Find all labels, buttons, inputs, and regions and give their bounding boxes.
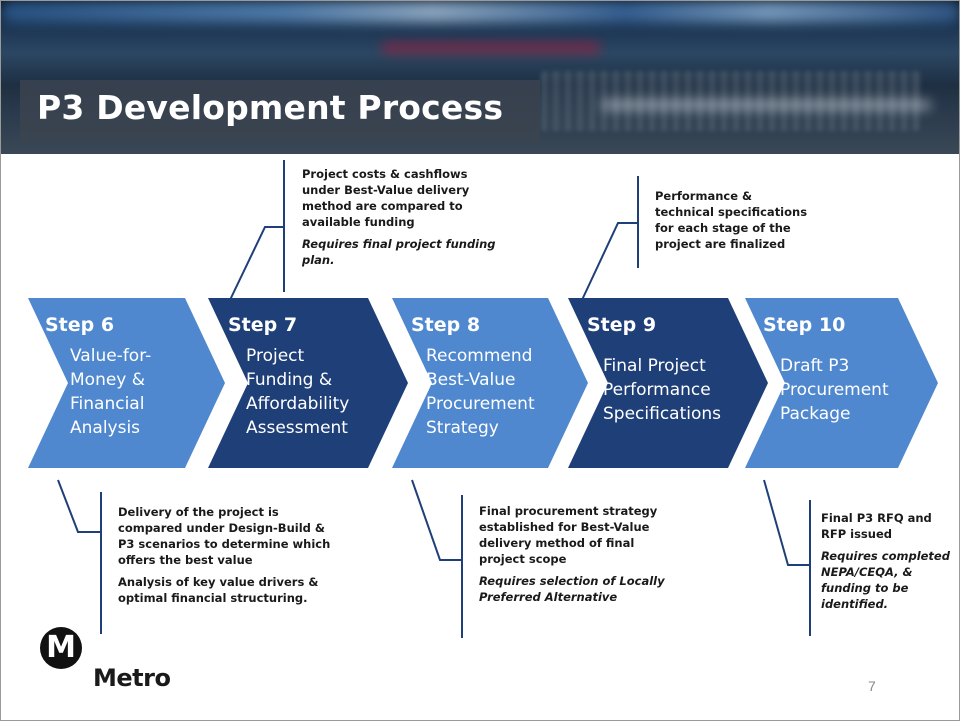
step-10-chevron (745, 298, 938, 468)
step-8-label: Step 8 (411, 314, 481, 336)
note-step9-bar (637, 176, 639, 268)
connector-step9-top (581, 222, 637, 301)
page-title: P3 Development Process (37, 88, 504, 127)
step-7-chevron (208, 298, 408, 468)
connector-step6-bottom (57, 479, 100, 533)
note-step8: Final procurement strategy established f… (479, 504, 665, 604)
connector-step8-bottom (411, 479, 461, 561)
step-9-label: Step 9 (587, 314, 657, 336)
connector-step10-bottom (763, 479, 809, 566)
note-step8-bar (461, 495, 463, 638)
page-number: 7 (868, 678, 876, 694)
metro-logo-icon: M (40, 627, 82, 669)
step-9-chevron (568, 298, 768, 468)
note-step9: Performance & technical specifications f… (655, 189, 808, 251)
note-step7-bar (283, 160, 285, 292)
note-step6-bar (100, 492, 102, 634)
note-step6: Delivery of the project is compared unde… (118, 505, 331, 605)
note-step10: Final P3 RFQ and RFP issued Requires com… (821, 511, 950, 611)
step-6-label: Step 6 (45, 314, 115, 336)
metro-logo-text: Metro (93, 664, 171, 692)
step-10-label: Step 10 (763, 314, 846, 336)
connector-step7-top (229, 226, 283, 301)
note-step7: Project costs & cashflows under Best-Val… (302, 167, 496, 267)
note-step10-bar (809, 500, 811, 636)
title-backdrop (20, 80, 540, 142)
step-7-label: Step 7 (228, 314, 298, 336)
step-8-chevron (392, 298, 588, 468)
step-6-chevron (28, 298, 225, 468)
